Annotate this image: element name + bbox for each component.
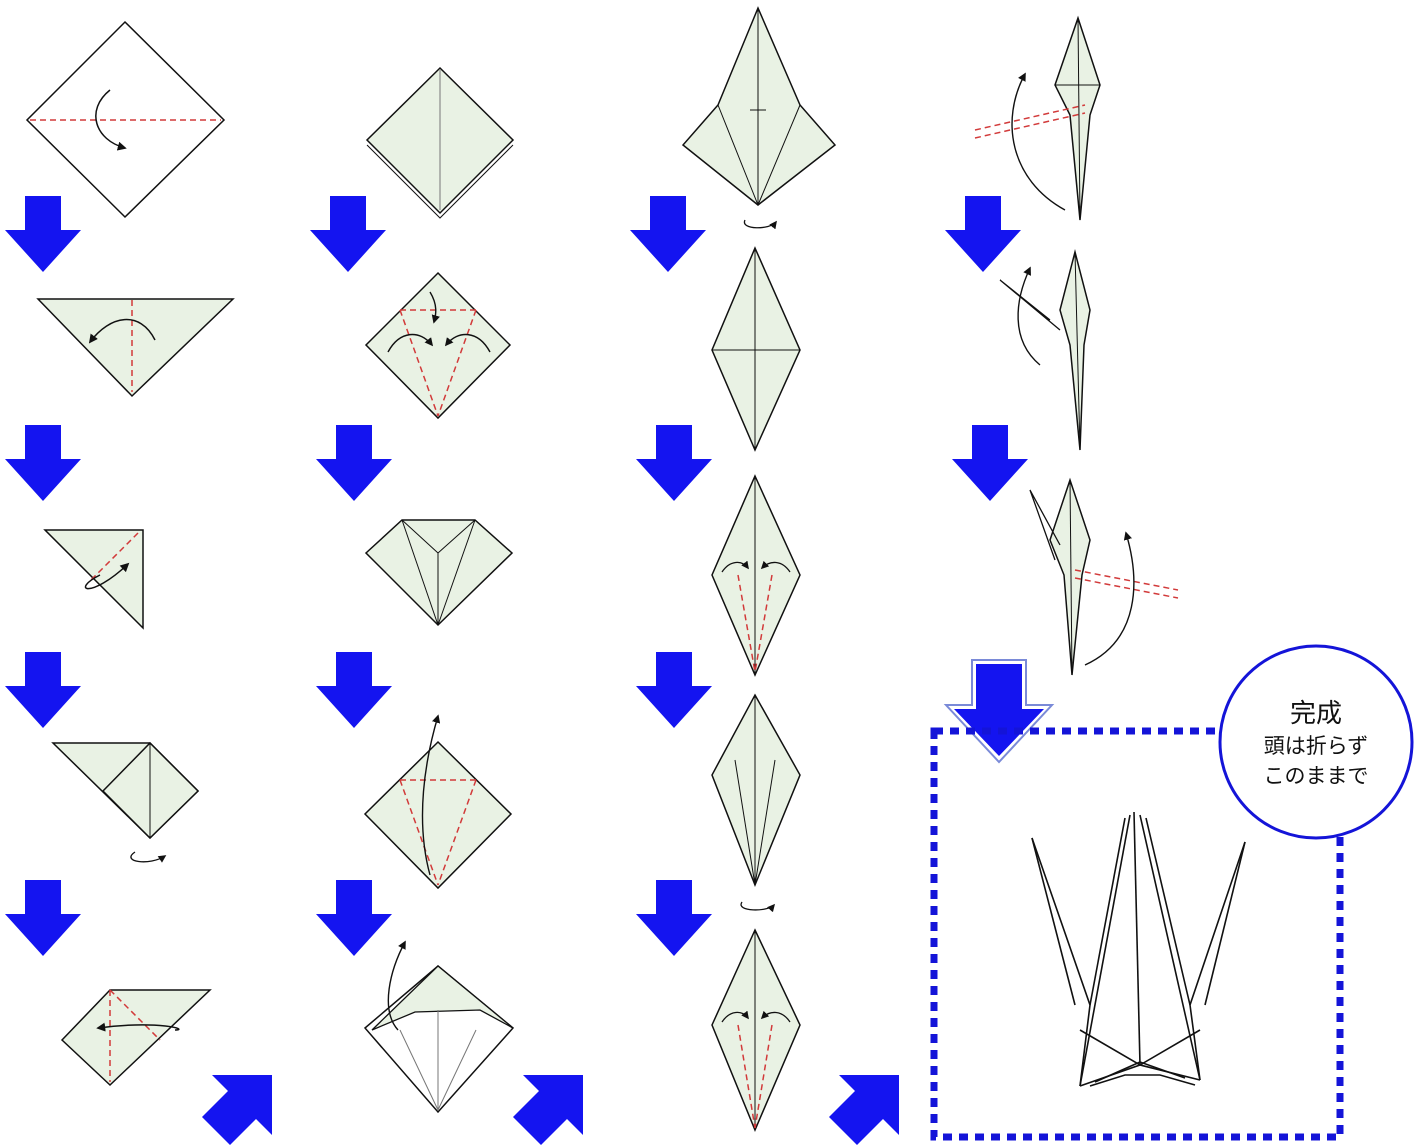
completion-caption: 完成 頭は折らず このままで — [1222, 697, 1410, 791]
completion-title: 完成 — [1289, 699, 1342, 729]
completion-note-line-2: このままで — [1263, 764, 1369, 788]
completion-badge — [1218, 644, 1414, 840]
step-3-small-triangle — [43, 529, 144, 630]
completion-note-line-1: 頭は折らず — [1263, 734, 1369, 758]
down-arrow-icon — [5, 196, 81, 272]
down-arrow-icon — [952, 425, 1028, 501]
down-arrow-icon — [316, 652, 392, 728]
diagonal-up-arrow-icon — [202, 1075, 272, 1145]
step-8-kite — [364, 519, 514, 627]
step-12-diamond — [711, 246, 801, 452]
down-arrow-icon — [316, 880, 392, 956]
completion-frame — [930, 727, 1344, 1141]
diagonal-up-arrow-icon — [513, 1075, 583, 1145]
step-7-kite-folds — [364, 271, 512, 420]
down-arrow-icon — [5, 652, 81, 728]
down-arrow-icon — [630, 196, 706, 272]
step-13-narrow-folds — [711, 474, 801, 677]
down-arrow-icon — [5, 425, 81, 501]
diagonal-up-arrow-icon — [829, 1075, 899, 1145]
step-18-tail-fold — [1029, 477, 1179, 676]
down-arrow-icon — [636, 652, 712, 728]
step-16-inside-reverse — [974, 15, 1101, 221]
step-17-neck-folded — [999, 249, 1091, 451]
down-arrow-icon — [310, 196, 386, 272]
step-10-petal-open — [363, 940, 515, 1114]
step-1-square — [25, 20, 226, 219]
step-11-bird-base — [681, 6, 837, 230]
step-6-square-base — [365, 66, 515, 219]
down-arrow-icon — [945, 196, 1021, 272]
down-arrow-icon — [316, 425, 392, 501]
down-arrow-icon — [636, 880, 712, 956]
step-5-fold — [60, 989, 212, 1087]
step-14-narrowed — [711, 693, 801, 913]
step-4-squash — [51, 741, 200, 863]
step-9-petal-fold — [363, 714, 513, 890]
step-2-triangle — [36, 298, 235, 398]
step-15-narrow-folds — [711, 928, 801, 1132]
finished-crane — [1031, 811, 1246, 1087]
down-arrow-icon — [636, 425, 712, 501]
down-arrow-icon — [5, 880, 81, 956]
outlined-down-arrow-icon — [943, 659, 1055, 764]
